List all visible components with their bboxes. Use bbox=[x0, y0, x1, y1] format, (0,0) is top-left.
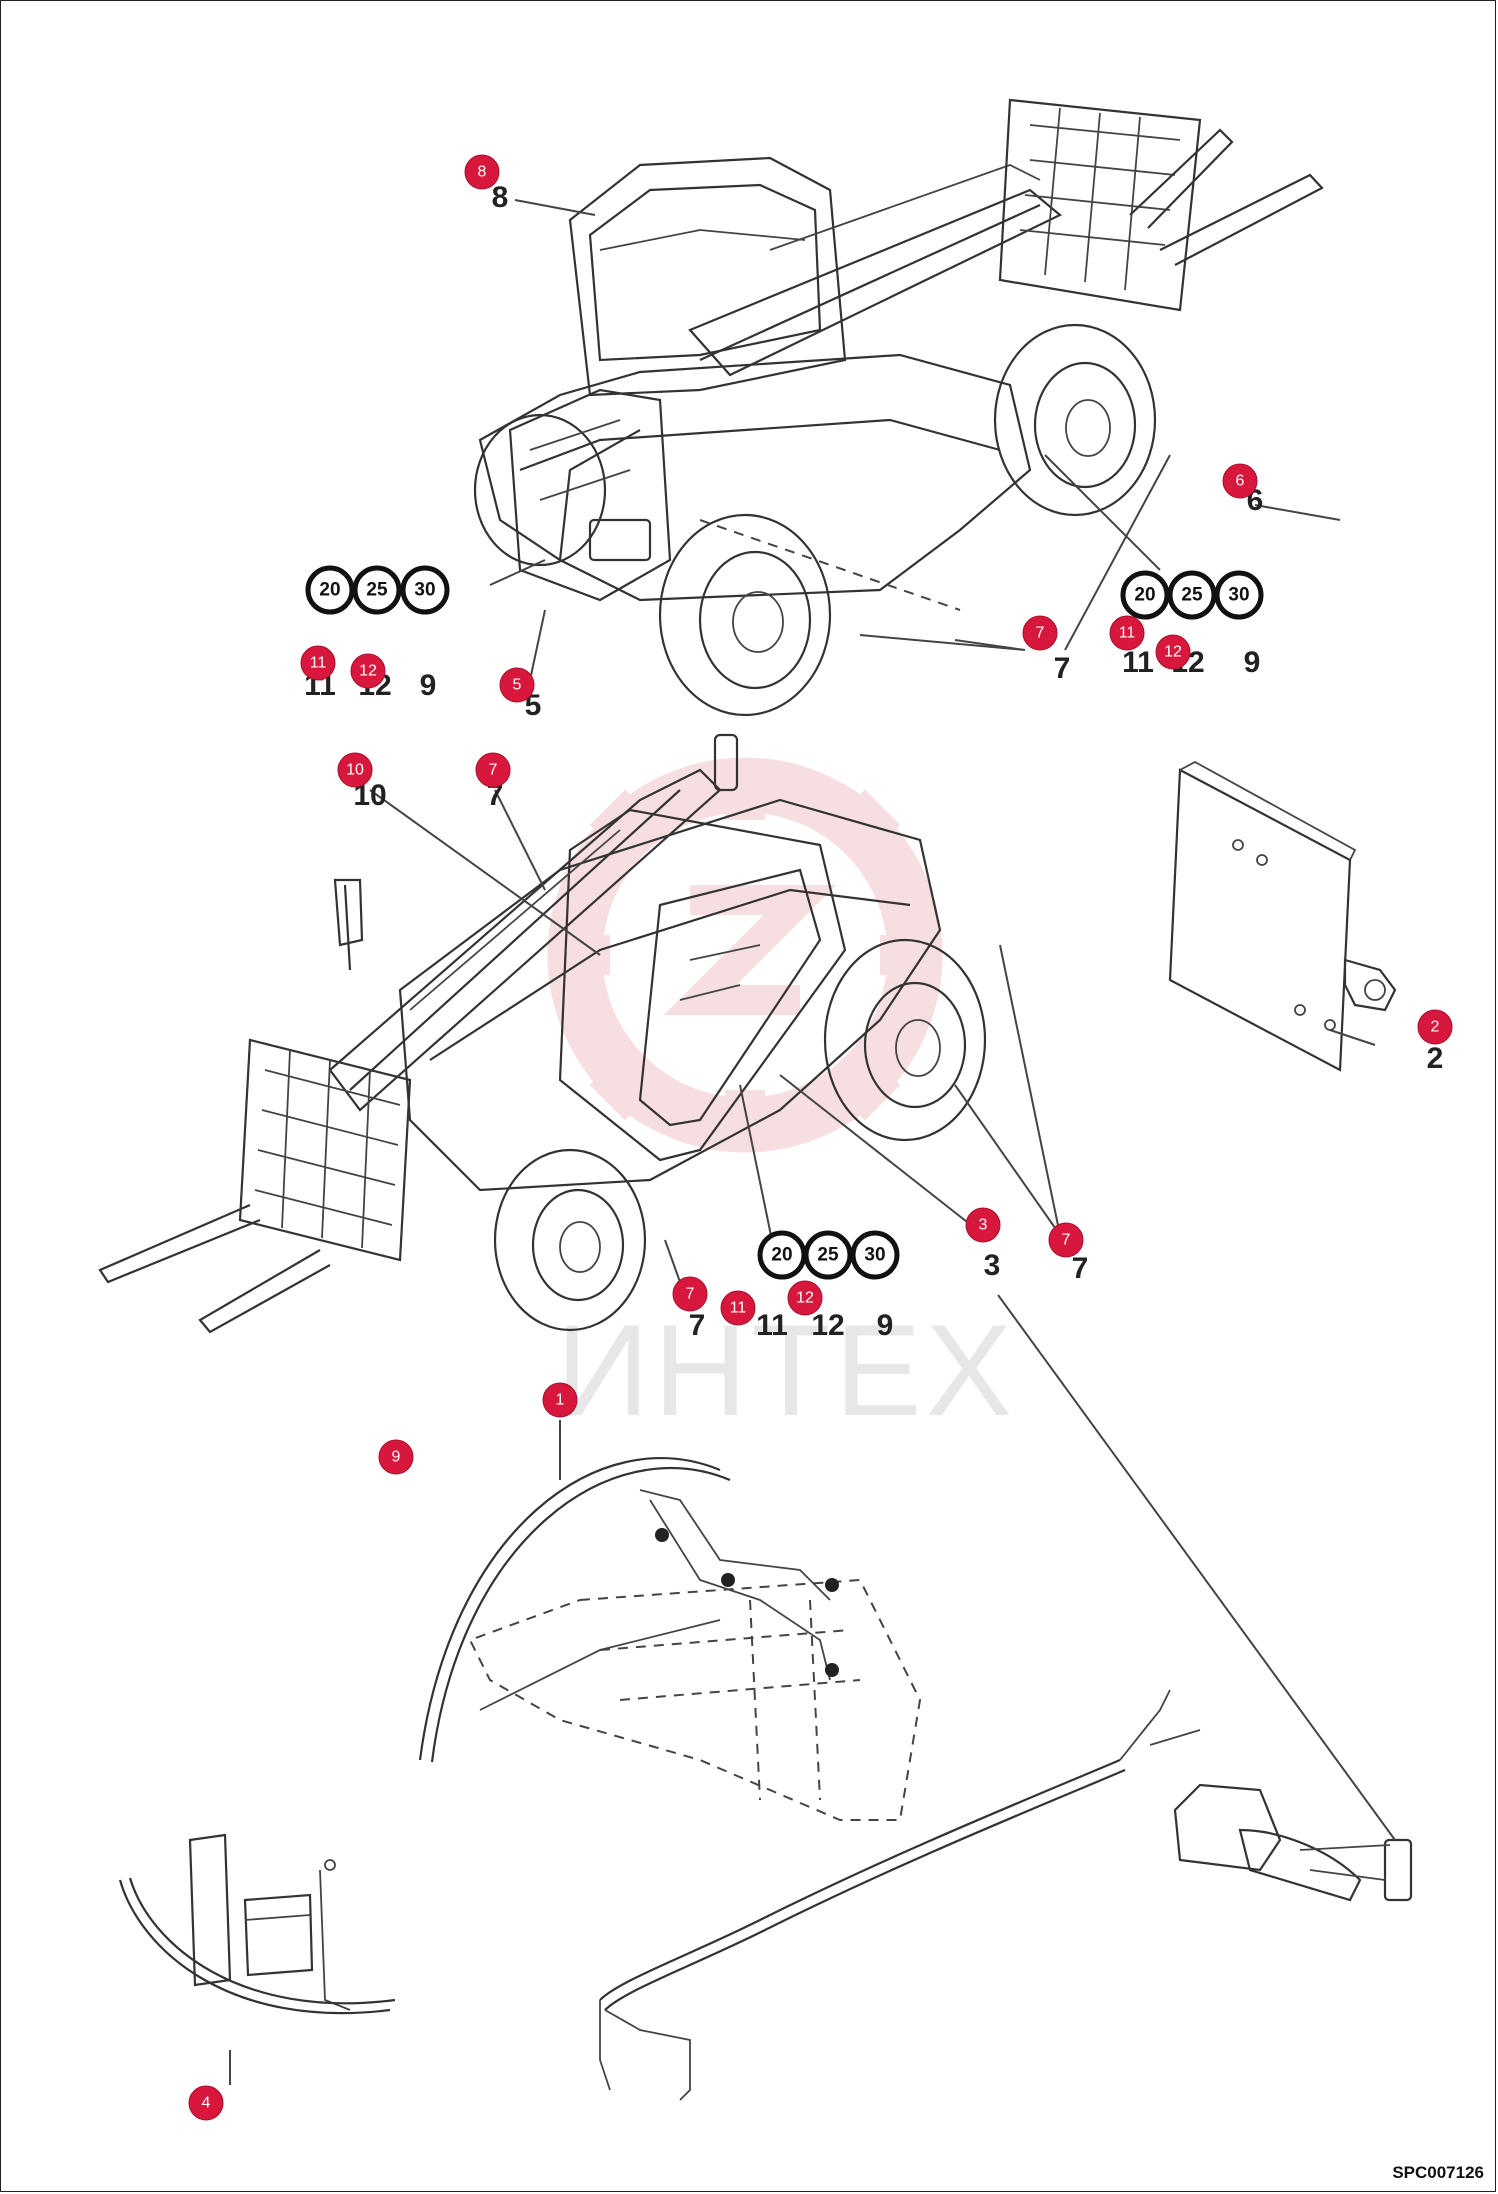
part-number-11: 11 bbox=[756, 1309, 788, 1342]
part-number-2: 2 bbox=[1427, 1042, 1444, 1075]
callout-10[interactable]: 10 bbox=[337, 752, 373, 788]
callout-7[interactable]: 7 bbox=[475, 752, 511, 788]
option-badges: 20 25 30 20 25 30 20 25 30 bbox=[305, 565, 1264, 1280]
option-badge-20: 20 bbox=[1120, 570, 1170, 620]
svg-text:12: 12 bbox=[359, 663, 377, 680]
callout-12[interactable]: 12 bbox=[350, 653, 386, 689]
callout-7[interactable]: 7 bbox=[672, 1276, 708, 1312]
callout-6[interactable]: 6 bbox=[1222, 463, 1258, 499]
svg-text:30: 30 bbox=[1228, 585, 1249, 606]
callout-3[interactable]: 3 bbox=[965, 1207, 1001, 1243]
drawing-code: SPC007126 bbox=[1392, 2163, 1484, 2182]
svg-text:7: 7 bbox=[1062, 1232, 1071, 1249]
svg-text:20: 20 bbox=[319, 580, 340, 601]
svg-text:11: 11 bbox=[310, 655, 327, 672]
option-badge-25: 25 bbox=[803, 1230, 853, 1280]
callout-8[interactable]: 8 bbox=[464, 154, 500, 190]
svg-text:1: 1 bbox=[556, 1392, 565, 1409]
svg-text:20: 20 bbox=[1134, 585, 1155, 606]
callout-7[interactable]: 7 bbox=[1022, 615, 1058, 651]
part-number-3: 3 bbox=[984, 1249, 1001, 1282]
wiring-harness-assembly bbox=[418, 1457, 1413, 2101]
callout-11[interactable]: 11 bbox=[720, 1290, 756, 1326]
option-badge-30: 30 bbox=[1214, 570, 1264, 620]
wheel-rear-left bbox=[473, 413, 607, 567]
option-badge-25: 25 bbox=[1167, 570, 1217, 620]
callout-11[interactable]: 11 bbox=[1109, 615, 1145, 651]
svg-text:30: 30 bbox=[414, 580, 435, 601]
svg-text:25: 25 bbox=[366, 580, 388, 601]
callout-markers: 8 6 5 7 11 12 11 12 10 7 2 3 7 7 11 1 9 … bbox=[188, 154, 1453, 2121]
callout-12[interactable]: 12 bbox=[1155, 634, 1191, 670]
svg-text:7: 7 bbox=[1036, 625, 1045, 642]
svg-text:7: 7 bbox=[489, 762, 498, 779]
watermark-text: ИНТЕХ bbox=[556, 1297, 1016, 1443]
callout-2[interactable]: 2 bbox=[1417, 1009, 1453, 1045]
wheel-front-right bbox=[993, 323, 1157, 517]
svg-text:30: 30 bbox=[864, 1245, 885, 1266]
svg-text:4: 4 bbox=[202, 2095, 211, 2112]
option-badge-20: 20 bbox=[305, 565, 355, 615]
callout-7[interactable]: 7 bbox=[1048, 1222, 1084, 1258]
svg-text:9: 9 bbox=[392, 1449, 401, 1466]
telehandler-top-view bbox=[473, 98, 1324, 717]
leader-lines bbox=[229, 199, 1396, 2085]
svg-text:25: 25 bbox=[1181, 585, 1203, 606]
callout-1[interactable]: 1 bbox=[542, 1382, 578, 1418]
wheel-middle-front bbox=[493, 1148, 647, 1332]
mounting-panel bbox=[1168, 760, 1397, 1072]
part-number-7: 7 bbox=[689, 1309, 706, 1342]
svg-text:2: 2 bbox=[1431, 1019, 1440, 1036]
callout-12[interactable]: 12 bbox=[787, 1280, 823, 1316]
part-numbers: 8 6 5 7 11 12 9 11 12 9 10 7 2 3 7 7 11 … bbox=[304, 181, 1443, 1342]
option-badge-25: 25 bbox=[352, 565, 402, 615]
svg-text:25: 25 bbox=[817, 1245, 839, 1266]
tool-holder bbox=[118, 1833, 396, 2015]
telehandler-middle-view bbox=[98, 733, 987, 1334]
part-number-7: 7 bbox=[1072, 1252, 1089, 1285]
option-badge-30: 30 bbox=[850, 1230, 900, 1280]
callout-5[interactable]: 5 bbox=[499, 667, 535, 703]
callout-11[interactable]: 11 bbox=[300, 645, 336, 681]
svg-text:7: 7 bbox=[686, 1286, 695, 1303]
part-number-8: 8 bbox=[492, 181, 509, 214]
part-number-9: 9 bbox=[877, 1309, 894, 1342]
part-number-12: 12 bbox=[811, 1309, 844, 1342]
svg-text:10: 10 bbox=[346, 762, 364, 779]
part-number-11: 11 bbox=[1122, 646, 1154, 679]
svg-text:3: 3 bbox=[979, 1217, 988, 1234]
svg-text:5: 5 bbox=[513, 677, 522, 694]
svg-text:12: 12 bbox=[796, 1290, 814, 1307]
option-badge-20: 20 bbox=[757, 1230, 807, 1280]
axle-phantom bbox=[468, 1578, 922, 1821]
option-badge-30: 30 bbox=[400, 565, 450, 615]
wheel-front-left bbox=[658, 513, 832, 717]
callout-4[interactable]: 4 bbox=[188, 2085, 224, 2121]
watermark: ИНТЕХ bbox=[547, 757, 1016, 1443]
part-number-9: 9 bbox=[420, 669, 437, 702]
wheel-middle-rear bbox=[823, 938, 987, 1142]
svg-text:12: 12 bbox=[1164, 644, 1182, 661]
callout-9[interactable]: 9 bbox=[378, 1439, 414, 1475]
svg-text:11: 11 bbox=[1119, 625, 1136, 642]
part-number-7: 7 bbox=[1054, 652, 1071, 685]
svg-text:8: 8 bbox=[478, 164, 487, 181]
svg-text:11: 11 bbox=[730, 1300, 747, 1317]
part-number-9: 9 bbox=[1244, 646, 1261, 679]
svg-text:20: 20 bbox=[771, 1245, 792, 1266]
svg-text:6: 6 bbox=[1236, 473, 1245, 490]
